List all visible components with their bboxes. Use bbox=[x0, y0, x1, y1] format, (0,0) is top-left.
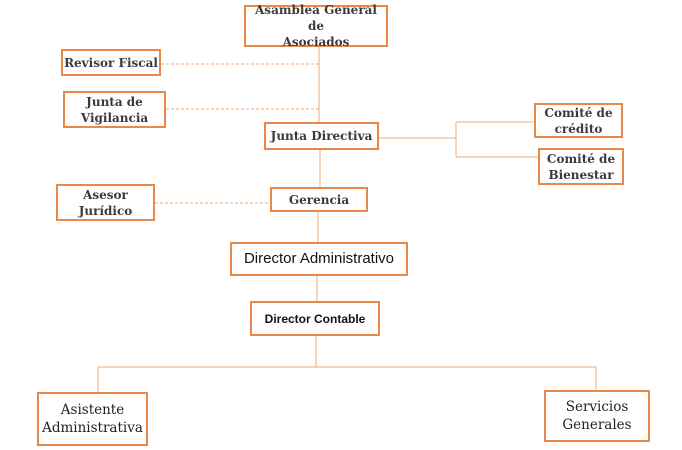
node-gerencia: Gerencia bbox=[270, 187, 368, 212]
node-director-administrativo: Director Administrativo bbox=[230, 242, 408, 276]
node-servicios-generales: Servicios Generales bbox=[544, 390, 650, 442]
node-junta-vigilancia: Junta de Vigilancia bbox=[63, 91, 166, 128]
node-comite-credito: Comité de crédito bbox=[534, 103, 623, 138]
node-junta-directiva: Junta Directiva bbox=[264, 122, 379, 150]
node-revisor-fiscal: Revisor Fiscal bbox=[61, 49, 161, 76]
node-asesor-juridico: Asesor Jurídico bbox=[56, 184, 155, 221]
node-asamblea: Asamblea General de Asociados bbox=[244, 3, 388, 49]
node-comite-bienestar: Comité de Bienestar bbox=[538, 148, 624, 185]
node-asistente-administrativa: Asistente Administrativa bbox=[37, 392, 148, 446]
node-director-contable: Director Contable bbox=[250, 301, 380, 336]
